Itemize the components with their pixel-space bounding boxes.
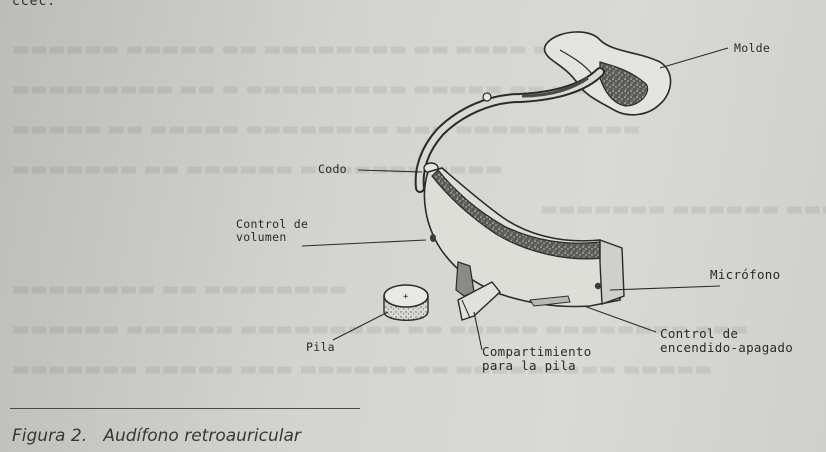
figure-caption: Figura 2. Audífono retroauricular	[12, 426, 301, 446]
earmold-drawing	[545, 32, 671, 115]
label-compartimiento: Compartimiento para la pila	[482, 345, 592, 373]
label-control-encendido: Control de encendido-apagado	[660, 327, 793, 355]
label-microfono: Micrófono	[710, 268, 780, 282]
microfono-leader	[610, 286, 720, 290]
label-pila: Pila	[306, 341, 335, 354]
volumen-leader	[302, 240, 426, 246]
caption-divider	[10, 408, 360, 409]
pila-leader	[333, 312, 388, 340]
label-molde: Molde	[734, 42, 770, 55]
molde-leader	[660, 48, 728, 68]
label-control-volumen: Control de volumen	[236, 218, 308, 244]
compartimiento-leader	[474, 312, 482, 350]
figure-number: Figura 2.	[12, 426, 87, 446]
figure-title: Audífono retroauricular	[103, 426, 301, 446]
svg-text:+: +	[403, 292, 409, 302]
encendido-leader	[584, 306, 656, 332]
label-codo: Codo	[318, 163, 347, 176]
codo-leader	[358, 170, 422, 172]
battery-drawing: +	[384, 285, 428, 320]
tube-drawing	[420, 72, 600, 188]
body-drawing	[424, 168, 624, 320]
